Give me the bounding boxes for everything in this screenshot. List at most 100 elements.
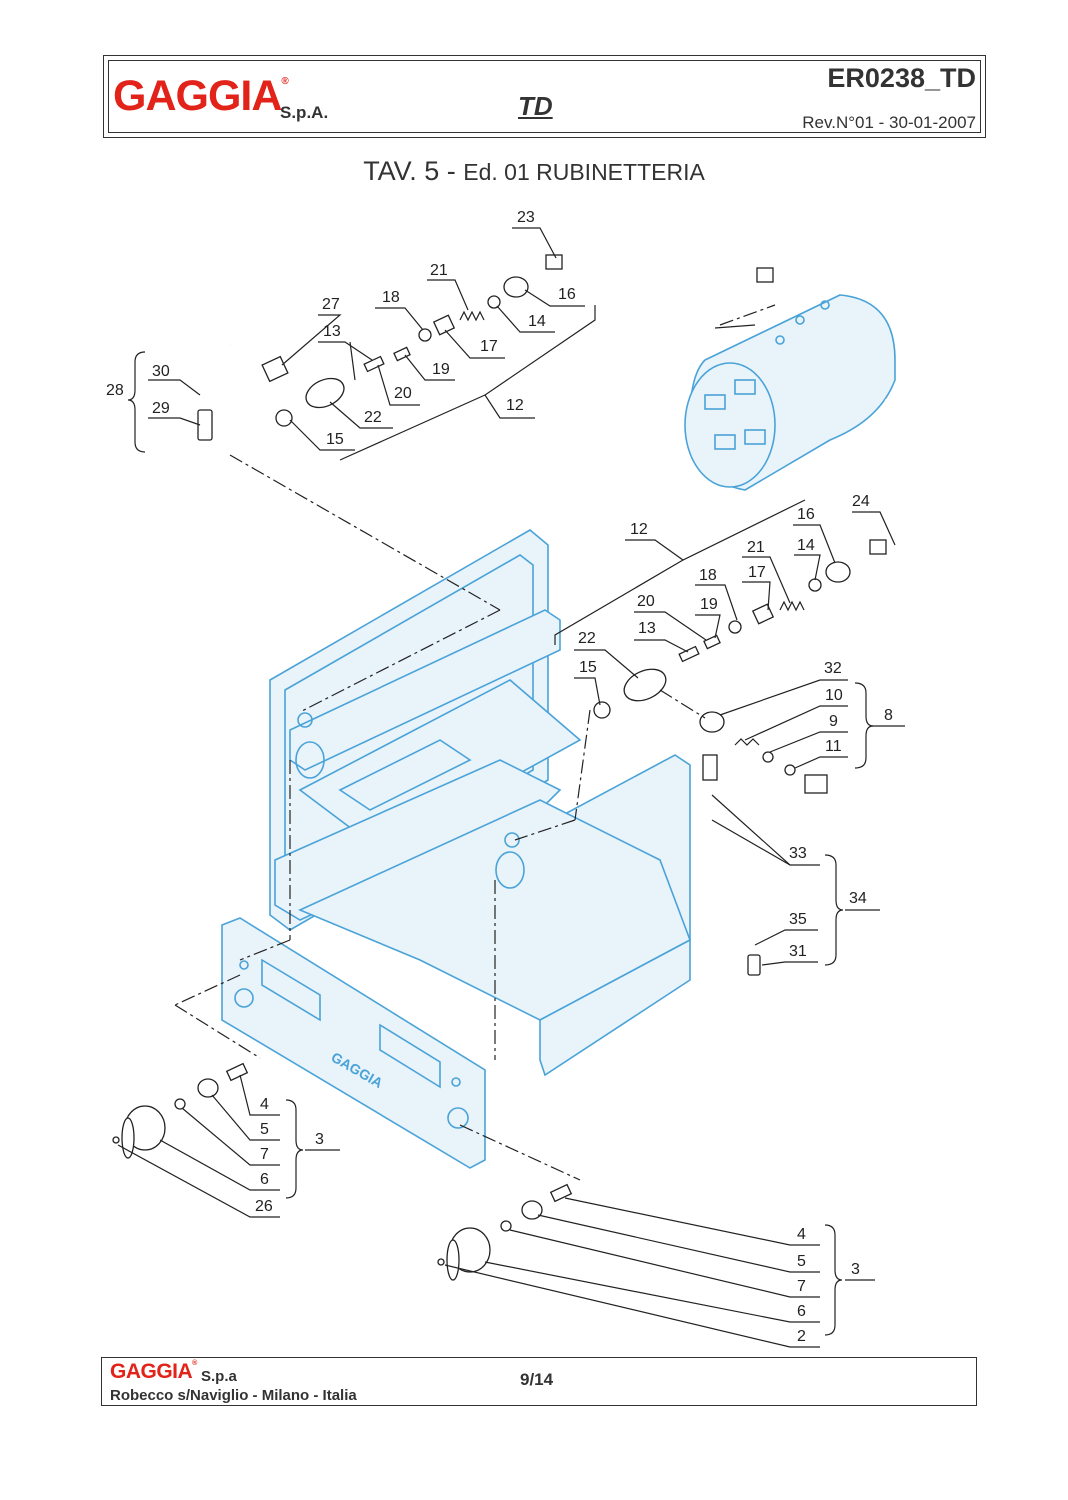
leader-12a-3	[714, 324, 756, 329]
title-block: GAGGIA® S.p.A. TD ER0238_TD Rev.N°01 - 3…	[103, 55, 986, 138]
label-23: 23	[517, 209, 535, 226]
label-14b: 14	[797, 537, 815, 554]
pipe-34-outer	[709, 789, 753, 951]
part-21-lower-spring	[779, 600, 805, 612]
brace-3a	[285, 1099, 304, 1199]
company-suffix: S.p.A.	[280, 103, 329, 122]
footer-logo-text: GAGGIA	[110, 1360, 193, 1383]
leader-6a	[159, 1139, 280, 1191]
assembly-lines	[174, 304, 776, 1181]
label-35: 35	[789, 911, 807, 928]
part-14-lower-oring	[808, 578, 822, 592]
label-13a: 13	[323, 323, 341, 340]
label-6b: 6	[797, 1303, 806, 1320]
leader-5b	[537, 1214, 820, 1273]
leader-21a	[427, 279, 469, 311]
label-29: 29	[152, 400, 170, 417]
footer-address: Robecco s/Naviglio - Milano - Italia	[110, 1387, 357, 1404]
part-4-left	[225, 1062, 249, 1082]
part-24-fitting	[869, 539, 887, 555]
label-24: 24	[852, 493, 870, 510]
boiler-front-face	[684, 362, 776, 488]
leader-14b	[794, 554, 821, 581]
leader-31	[761, 961, 818, 966]
revision-info: Rev.N°01 - 30-01-2007	[802, 113, 976, 132]
leader-6b	[484, 1261, 820, 1323]
label-15b: 15	[579, 659, 597, 676]
boiler-fitting-1	[704, 394, 726, 410]
label-30: 30	[152, 363, 170, 380]
part-13-lower	[678, 645, 700, 663]
leader-5a	[211, 1094, 280, 1141]
label-19b: 19	[700, 596, 718, 613]
knob-right-face	[446, 1239, 460, 1281]
label-28: 28	[106, 382, 124, 399]
knob-left-face	[121, 1117, 135, 1159]
part-23-fitting	[545, 254, 563, 270]
part-18-lower	[728, 620, 742, 634]
part-21-upper-spring	[459, 310, 485, 322]
label-4a: 4	[260, 1096, 269, 1113]
footer-registered-mark: ®	[192, 1360, 197, 1367]
part-32-banjo	[699, 711, 725, 733]
part-16-lower-nut	[825, 561, 851, 583]
label-5a: 5	[260, 1121, 269, 1138]
assembly-line-8	[239, 939, 291, 961]
edition-title: Ed. 01 RUBINETTERIA	[463, 159, 705, 185]
part-29-nozzle	[197, 409, 213, 441]
label-31: 31	[789, 943, 807, 960]
leader-9	[769, 731, 848, 753]
label-16a: 16	[558, 286, 576, 303]
assembly-line-5	[514, 819, 576, 841]
label-4b: 4	[797, 1226, 806, 1243]
page-number: 9/14	[520, 1370, 554, 1389]
leader-29	[148, 417, 201, 426]
part-22-lower-valve-body	[623, 668, 667, 702]
part-16-upper-nut	[503, 276, 529, 298]
document-code: ER0238_TD	[827, 63, 976, 93]
assembly-line-10	[174, 974, 241, 1006]
part-17-upper	[432, 314, 456, 336]
frame-back-panel	[269, 529, 549, 931]
front-panel-pin-right	[451, 1077, 461, 1087]
leader-20b	[634, 611, 707, 641]
pipe-34-inner	[708, 789, 754, 951]
leader-35	[754, 929, 818, 946]
front-panel-hole-right	[447, 1107, 469, 1129]
leader-18b	[695, 584, 738, 621]
label-13b: 13	[638, 620, 656, 637]
label-17a: 17	[480, 338, 498, 355]
part-17-lower	[751, 603, 775, 625]
leader-32	[719, 679, 848, 716]
boiler-top-port-1	[795, 315, 805, 325]
part-labels: 23 16 21 14 18 17 27 13 19 20 30 28 29 2…	[106, 209, 893, 1345]
leader-15b	[574, 677, 601, 706]
label-2: 2	[797, 1328, 806, 1345]
leader-19a	[404, 354, 455, 381]
part-26-screw	[112, 1136, 120, 1144]
boiler-top-port-3	[775, 335, 785, 345]
leader-7b	[509, 1229, 820, 1298]
part-27-fitting	[261, 355, 289, 383]
assembly-line-1	[229, 454, 501, 611]
boiler-fitting-2	[734, 379, 756, 395]
label-21b: 21	[747, 539, 765, 556]
label-33: 33	[789, 845, 807, 862]
leader-24	[852, 511, 896, 546]
boiler-upper-fitting	[756, 267, 774, 283]
part-7-right	[500, 1220, 512, 1232]
part-2-screw	[437, 1258, 445, 1266]
label-3a: 3	[315, 1131, 324, 1148]
brace-3b	[824, 1224, 843, 1336]
leader-2	[444, 1264, 820, 1348]
registered-mark: ®	[281, 76, 288, 87]
gaggia-logo-text: GAGGIA	[113, 72, 282, 120]
leader-13a-2	[349, 341, 356, 381]
pipe-23-outer	[554, 209, 761, 271]
frame-valve-hole-right	[504, 832, 520, 848]
assembly-line-6	[659, 689, 706, 719]
pipe-23-inner	[553, 208, 761, 272]
label-27: 27	[322, 296, 340, 313]
title-block-inner-frame: GAGGIA® S.p.A. TD ER0238_TD Rev.N°01 - 3…	[108, 60, 981, 133]
